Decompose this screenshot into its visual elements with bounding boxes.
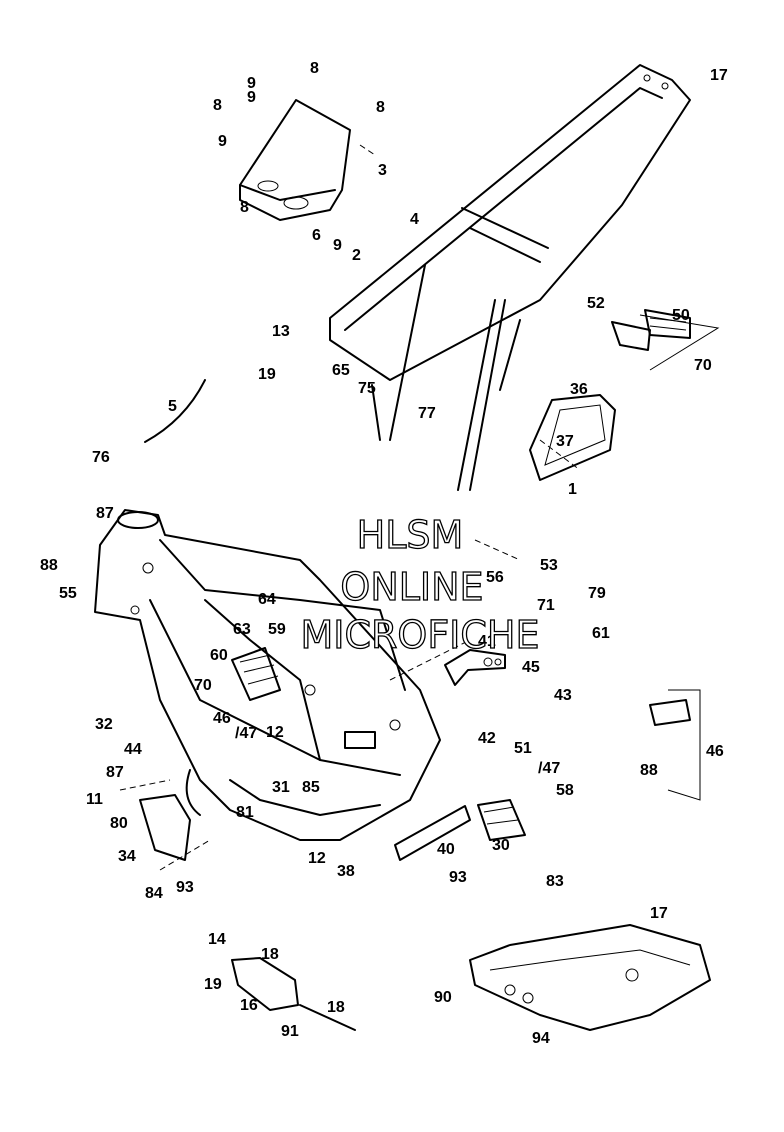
footrest-plate [649,689,701,801]
callout-label: 44 [124,741,142,758]
callout-label: 40 [437,841,455,858]
callout-label: 94 [532,1030,550,1047]
callout-label: 85 [302,779,320,796]
callout-label: 90 [434,989,452,1006]
side-plate [529,394,616,481]
callout-label: 52 [587,295,605,312]
callout-label: 18 [327,999,345,1016]
callout-label: /47 [235,725,257,742]
hose [144,379,206,443]
callout-label: 8 [213,97,222,114]
callout-label: 12 [266,724,284,741]
callout-label: 36 [570,381,588,398]
callout-label: 42 [478,730,496,747]
callout-label: 53 [540,557,558,574]
engine-bracket [239,99,351,221]
callout-label: 12 [308,850,326,867]
callout-label: 51 [514,740,532,757]
callout-label: 88 [40,557,58,574]
callout-label: 13 [272,323,290,340]
callout-label: 56 [486,569,504,586]
callout-label: 55 [59,585,77,602]
callout-label: 3 [378,162,387,179]
callout-label: 8 [240,199,249,216]
callout-label: 4 [410,211,419,228]
callout-label: 32 [95,716,113,733]
callout-label: 34 [118,848,136,865]
callout-label: 50 [672,307,690,324]
callout-label: 16 [240,997,258,1014]
callout-label: 9 [333,237,342,254]
callout-label: 46 [706,743,724,760]
callout-label: 31 [272,779,290,796]
watermark-line-2: ONLINE [340,565,483,609]
callout-label: 38 [337,863,355,880]
callout-label: 46 [213,710,231,727]
callout-label: 1 [568,481,577,498]
callout-label: 81 [236,804,254,821]
callout-label: 37 [556,433,574,450]
sidestand-bracket [231,957,356,1031]
callout-label: 93 [449,869,467,886]
callout-label: 71 [537,597,555,614]
callout-label: 65 [332,362,350,379]
callout-label: 17 [710,67,728,84]
rear-subframe [329,64,691,491]
callout-label: 77 [418,405,436,422]
callout-label: /47 [538,760,560,777]
main-frame [94,509,441,841]
callout-label: 87 [96,505,114,522]
callout-label: 88 [640,762,658,779]
guard-plate [139,794,191,861]
callout-label: 91 [281,1023,299,1040]
callout-label: 84 [145,885,163,902]
brake-pedal [444,649,506,686]
callout-label: 2 [352,247,361,264]
callout-label: 9 [247,75,256,92]
callout-label: 63 [233,621,251,638]
callout-label: 93 [176,879,194,896]
right-footrest [394,799,526,861]
callout-label: 58 [556,782,574,799]
skid-plate [469,924,711,1031]
callout-label: 11 [86,791,103,808]
callout-label: 6 [312,227,321,244]
rear-footrest [611,309,720,371]
callout-label: 8 [376,99,385,116]
callout-label: 45 [522,659,540,676]
callout-label: 9 [247,89,256,106]
callout-label: 76 [92,449,110,466]
callout-label: 14 [208,931,226,948]
callout-label: 19 [258,366,276,383]
watermark-line-1: HLSM [357,513,464,557]
callout-label: 19 [204,976,222,993]
callout-label: 59 [268,621,286,638]
callout-label: 79 [588,585,606,602]
callout-label: 61 [592,625,610,642]
callout-label: 18 [261,946,279,963]
callout-label: 80 [110,815,128,832]
callout-label: 83 [546,873,564,890]
callout-label: 17 [650,905,668,922]
watermark: HLSM ONLINE MICROFICHE [300,512,540,657]
callout-label: 43 [554,687,572,704]
watermark-line-3: MICROFICHE [300,613,539,657]
left-footrest [231,647,281,701]
callout-label: 64 [258,591,276,608]
callout-label: 8 [310,60,319,77]
callout-label: 5 [168,398,177,415]
callout-label: 70 [694,357,712,374]
callout-label: 70 [194,677,212,694]
callout-label: 41 [478,633,496,650]
callout-label: 9 [218,133,227,150]
leader-lines [119,144,581,871]
callout-label: 75 [358,380,376,397]
callout-label: 60 [210,647,228,664]
callout-label: 30 [492,837,510,854]
callout-label: 87 [106,764,124,781]
